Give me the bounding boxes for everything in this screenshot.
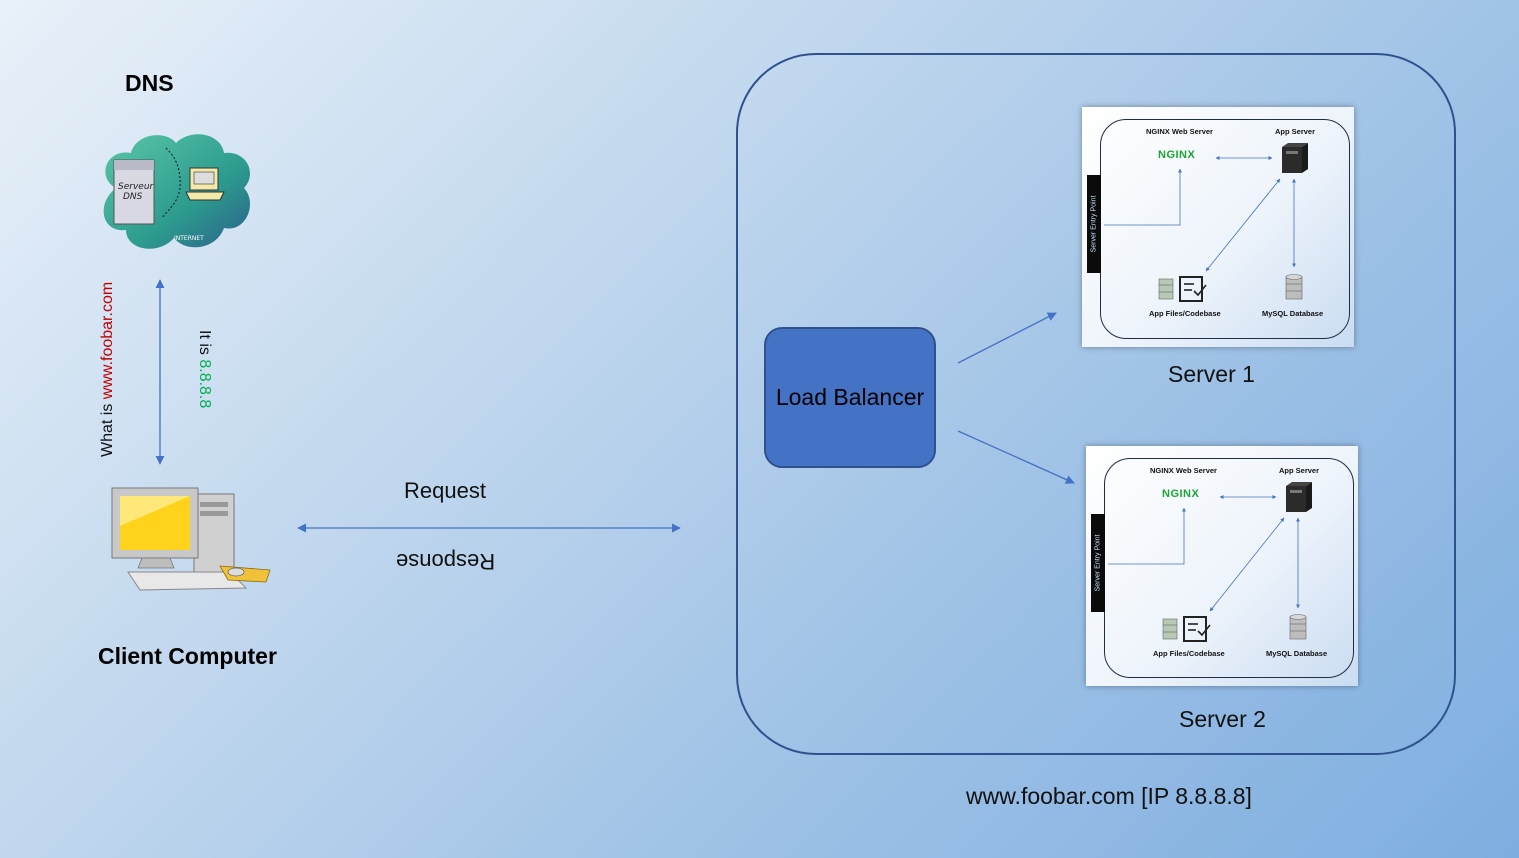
server-2-app-server-icon [1286, 482, 1312, 512]
server-2-app-files-label: App Files/Codebase [1153, 649, 1225, 658]
server-1-app-server-label: App Server [1275, 127, 1316, 136]
site-address-label: www.foobar.com [IP 8.8.8.8] [966, 783, 1252, 809]
dns-answer-text: It is 8.8.8.8 [196, 330, 291, 408]
server-1-app-server-icon [1282, 143, 1308, 173]
load-balancer: Load Balancer [764, 327, 936, 468]
server-2-entry-point: Server Entry Point [1091, 514, 1105, 612]
server-1-nginx-logo: NGINX [1158, 149, 1196, 161]
server-1-entry-point: Server Entry Point [1087, 175, 1101, 273]
client-computer-label: Client Computer [98, 643, 277, 669]
server-2-nginx-logo: NGINX [1162, 488, 1200, 500]
answer-ip: 8.8.8.8 [196, 359, 213, 409]
lb-server2-arrow [957, 430, 1075, 484]
site-container [736, 53, 1456, 755]
server-1-web-server-label: NGINX Web Server [1146, 127, 1213, 136]
dns-cloud-icon: Serveur DNS INTERNET [96, 128, 254, 256]
server-2-web-server-label: NGINX Web Server [1150, 466, 1217, 475]
load-balancer-label: Load Balancer [775, 384, 925, 410]
server-2-database-icon [1289, 614, 1307, 640]
server-1-app-files-icon [1158, 276, 1207, 302]
request-label: Request [404, 478, 486, 503]
dns-cloud-server-text-2: DNS [123, 192, 143, 202]
response-label: Response [396, 549, 496, 574]
dns-cloud-server-text-1: Serveur [118, 182, 155, 192]
server-1-diagram-icons [1104, 143, 1308, 302]
server-2-card: Server Entry Point NGINX Web Server NGIN… [1086, 446, 1358, 686]
answer-prefix: It is [196, 330, 213, 360]
dns-query-text: What is www.foobar.com [99, 282, 274, 475]
server-1-label: Server 1 [1168, 361, 1255, 387]
query-prefix: What is [99, 399, 116, 457]
server-2-diagram-icons [1108, 482, 1312, 642]
server-1-database-label: MySQL Database [1262, 309, 1324, 318]
server-1-database-icon [1285, 274, 1303, 300]
server-2-label: Server 2 [1179, 706, 1266, 732]
server-1-card: Server Entry Point NGINX Web Server NGIN… [1082, 107, 1354, 347]
dns-cloud-internet-text: INTERNET [174, 235, 204, 242]
server-1-app-files-label: App Files/Codebase [1149, 309, 1221, 318]
client-computer-icon [108, 486, 274, 604]
server-2-database-label: MySQL Database [1266, 649, 1328, 658]
lb-server1-arrow [957, 312, 1057, 364]
query-domain: www.foobar.com [99, 281, 116, 400]
dns-title: DNS [125, 70, 174, 96]
server-2-app-server-label: App Server [1279, 466, 1320, 475]
server-2-app-files-icon [1162, 616, 1211, 642]
